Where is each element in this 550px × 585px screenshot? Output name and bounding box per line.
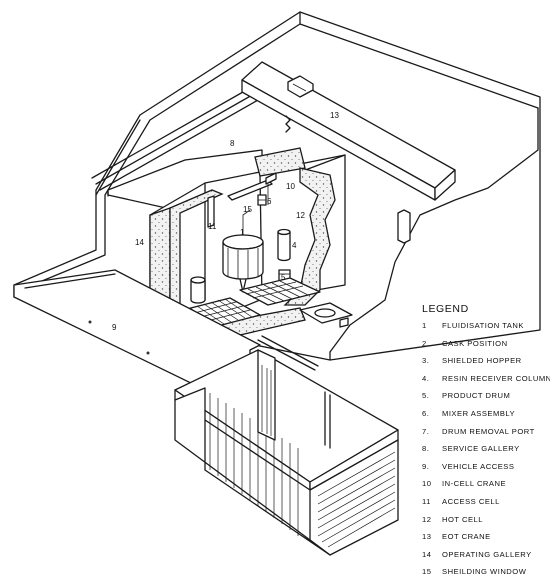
legend-item: 10 IN-CELL CRANE (422, 479, 548, 497)
legend-item: 13 EOT CRANE (422, 532, 548, 550)
legend-item-number: 1 (422, 321, 427, 330)
legend-item: 6. MIXER ASSEMBLY (422, 409, 548, 427)
legend-list: 1 FLUIDISATION TANK 2. CASK POSITION 3. SHI… (422, 321, 550, 585)
eot-crane (241, 61, 456, 201)
callout-1: 1 (240, 228, 245, 237)
legend-title: LEGEND (422, 303, 469, 315)
legend-item-label: VEHICLE ACCESS (442, 461, 515, 471)
legend-item-label: IN-CELL CRANE (442, 479, 507, 489)
legend: LEGEND 1 FLUIDISATION TANK 2. CASK POSITIO… (422, 303, 550, 585)
in-cell-crane (227, 172, 277, 205)
legend-item: 11 ACCESS CELL (422, 497, 548, 515)
legend-item-number: 14 (422, 549, 432, 559)
resin-receiver-column (277, 228, 291, 262)
callout-13: 13 (330, 111, 339, 120)
legend-item: 7. DRUM REMOVAL PORT (422, 427, 548, 445)
legend-item-number: 5. (422, 391, 430, 401)
legend-item-number: 3. (422, 356, 430, 366)
legend-item: 4. RESIN RECEIVER COLUMN (422, 373, 550, 392)
callout-4: 4 (292, 241, 297, 250)
legend-item-label: SHEILDING WINDOW (442, 567, 527, 577)
legend-item-label: SERVICE GALLERY (442, 444, 520, 454)
legend-item-label: FLUIDISATION TANK (442, 321, 524, 330)
legend-item-number: 13 (422, 532, 432, 542)
legend-item: 8. SERVICE GALLERY (422, 444, 548, 462)
legend-item-number: 2. (422, 338, 430, 348)
legend-item-number: 6. (422, 408, 430, 418)
legend-item-label: RESIN RECEIVER COLUMN (442, 373, 550, 383)
legend-item: 15 SHEILDING WINDOW (422, 567, 548, 585)
legend-item-number: 9. (422, 461, 430, 471)
shielding-window-enclosure (174, 349, 399, 556)
callout-labels: 1 4 5 6 8 9 10 11 12 13 14 15 (112, 111, 339, 332)
legend-item-label: ACCESS CELL (442, 496, 500, 506)
vehicle-door-rail (257, 335, 319, 371)
legend-item-number: 10 (422, 479, 432, 489)
legend-item-label: OPERATING GALLERY (442, 549, 532, 559)
callout-6: 6 (267, 197, 272, 206)
legend-item-label: PRODUCT DRUM (442, 391, 511, 401)
legend-item-number: 12 (422, 514, 432, 524)
callout-9: 9 (112, 323, 117, 332)
legend-item-label: MIXER ASSEMBLY (442, 408, 516, 418)
legend-item-label: SHIELDED HOPPER (442, 356, 522, 366)
callout-12: 12 (296, 211, 305, 220)
callout-10: 10 (286, 182, 295, 191)
legend-item-number: 8. (422, 444, 430, 454)
legend-item: 1 FLUIDISATION TANK (422, 321, 548, 339)
drum-removal-port (299, 302, 353, 328)
crane-rails (91, 87, 259, 191)
legend-item: 5. PRODUCT DRUM (422, 391, 548, 409)
legend-item: 3. SHIELDED HOPPER (422, 356, 548, 374)
legend-item: 12 HOT CELL (422, 515, 548, 533)
legend-item-label: CASK POSITION (442, 338, 508, 348)
legend-item-number: 4. (422, 373, 430, 383)
mixer-assembly (257, 194, 267, 206)
legend-item: 14 OPERATING GALLERY (422, 550, 548, 568)
callout-14: 14 (135, 238, 144, 247)
callout-5: 5 (281, 273, 286, 282)
legend-item-label: DRUM REMOVAL PORT (442, 426, 535, 436)
legend-item-number: 7. (422, 426, 430, 436)
legend-item: 2. CASK POSITION (422, 339, 548, 357)
fluidisation-tank (222, 209, 264, 293)
legend-item-number: 11 (422, 496, 431, 506)
legend-item: 9. VEHICLE ACCESS (422, 462, 548, 480)
legend-item-label: HOT CELL (442, 514, 483, 524)
callout-11: 11 (208, 222, 217, 231)
callout-15: 15 (243, 205, 252, 214)
callout-8: 8 (230, 139, 235, 148)
legend-item-number: 15 (422, 567, 432, 577)
cask (190, 276, 206, 304)
wall-posts (207, 195, 411, 244)
legend-item-label: EOT CRANE (442, 532, 491, 542)
